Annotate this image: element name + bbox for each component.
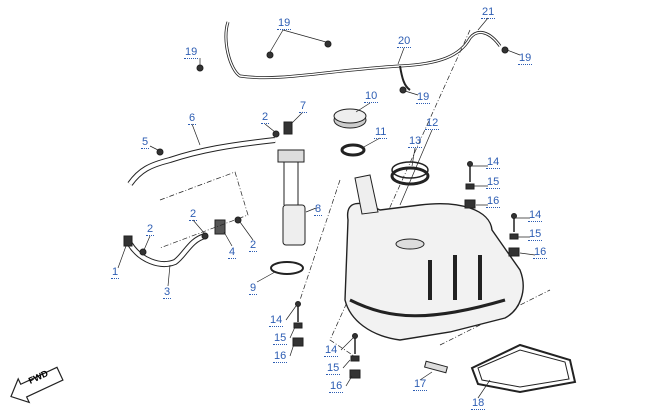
callout-18[interactable]: 18 xyxy=(471,397,486,410)
bolt-set xyxy=(292,161,520,379)
gasket-9 xyxy=(270,261,304,275)
callout-16[interactable]: 16 xyxy=(486,195,501,208)
callout-16[interactable]: 16 xyxy=(273,350,288,363)
lock-ring-13 xyxy=(390,166,430,186)
callout-1[interactable]: 1 xyxy=(111,266,120,279)
skid-plate-18 xyxy=(470,343,577,394)
callout-4[interactable]: 4 xyxy=(228,246,237,259)
callout-2[interactable]: 2 xyxy=(261,111,270,124)
callout-14[interactable]: 14 xyxy=(528,209,543,222)
callout-16[interactable]: 16 xyxy=(329,380,344,393)
callout-6[interactable]: 6 xyxy=(188,112,197,125)
callout-7[interactable]: 7 xyxy=(299,100,308,113)
callout-20[interactable]: 20 xyxy=(397,35,412,48)
fwd-arrow-icon xyxy=(10,366,64,404)
callout-10[interactable]: 10 xyxy=(364,90,379,103)
hose-clip-19 xyxy=(196,40,509,94)
callout-19[interactable]: 19 xyxy=(416,91,431,104)
callout-5[interactable]: 5 xyxy=(141,136,150,149)
fuel-pump-8 xyxy=(277,149,306,246)
callout-2[interactable]: 2 xyxy=(146,223,155,236)
callout-12[interactable]: 12 xyxy=(425,117,440,130)
seal-11 xyxy=(340,143,366,157)
fuel-tank-12 xyxy=(344,202,524,341)
callout-15[interactable]: 15 xyxy=(326,362,341,375)
callout-14[interactable]: 14 xyxy=(324,344,339,357)
clip-17 xyxy=(423,360,449,374)
callout-15[interactable]: 15 xyxy=(486,176,501,189)
callout-19[interactable]: 19 xyxy=(518,52,533,65)
callout-15[interactable]: 15 xyxy=(528,228,543,241)
callout-14[interactable]: 14 xyxy=(269,314,284,327)
callout-13[interactable]: 13 xyxy=(408,135,423,148)
callout-14[interactable]: 14 xyxy=(486,156,501,169)
callout-11[interactable]: 11 xyxy=(374,126,388,139)
callout-17[interactable]: 17 xyxy=(413,378,428,391)
callout-21[interactable]: 21 xyxy=(481,6,496,19)
callout-3[interactable]: 3 xyxy=(163,286,172,299)
callout-16[interactable]: 16 xyxy=(533,246,548,259)
callout-19[interactable]: 19 xyxy=(184,46,199,59)
callout-2[interactable]: 2 xyxy=(189,208,198,221)
callout-19[interactable]: 19 xyxy=(277,17,292,30)
callout-8[interactable]: 8 xyxy=(314,203,323,216)
callout-2[interactable]: 2 xyxy=(249,239,258,252)
callout-9[interactable]: 9 xyxy=(249,282,258,295)
callout-15[interactable]: 15 xyxy=(273,332,288,345)
